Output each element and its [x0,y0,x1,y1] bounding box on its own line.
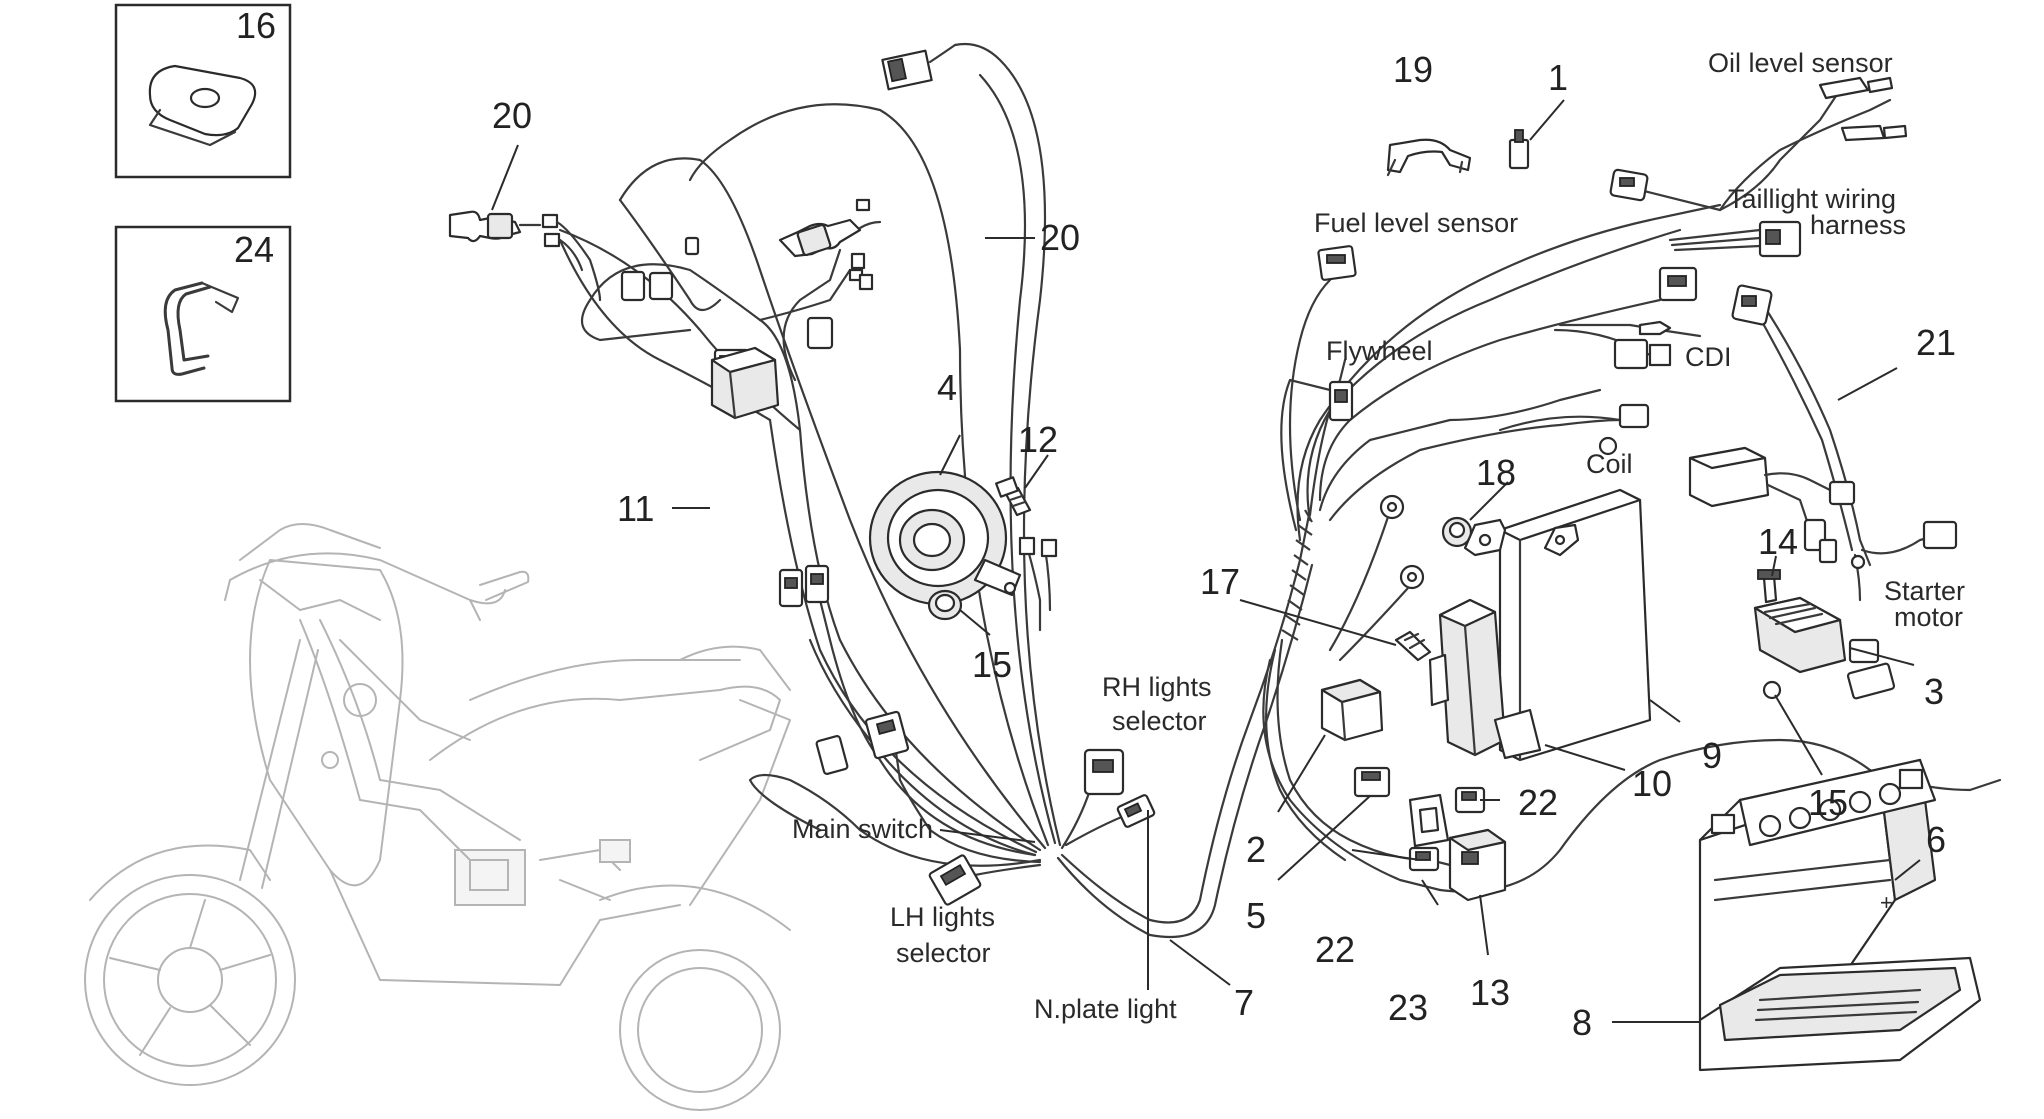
relay-13 [1448,828,1507,902]
relay-box-coil [1688,446,1856,564]
svg-text:+: + [1880,890,1893,915]
coil-connector [1598,403,1650,456]
label-lh-lights-line1: LH lights [890,902,995,932]
mount-bracket-10 [1428,598,1542,760]
cdi-connectors [1613,266,1698,370]
label-lh-lights-line2: selector [896,938,991,968]
label-main-switch: Main switch [792,814,933,844]
label-fuel-level-sensor: Fuel level sensor [1314,208,1518,238]
part-number-3: 3 [1924,671,1944,712]
part-number-24: 24 [234,229,274,270]
battery-tray-8 [1698,956,1982,1072]
part-number-17: 17 [1200,561,1240,602]
part-number-13: 13 [1470,972,1510,1013]
inset-box-16 [114,3,292,179]
horn-leads [1018,536,1058,632]
part-number-11: 11 [617,488,654,529]
switch-sensor-20-right [778,198,882,282]
fuse-holder-22 [1454,786,1486,814]
flasher-relay-11 [710,346,780,420]
label-cdi: CDI [1685,342,1732,372]
battery-6: + [1698,758,1937,1022]
eyelet-terminals [1328,494,1425,662]
part-number-4: 4 [937,367,957,408]
connector-top [881,43,957,91]
label-flywheel: Flywheel [1326,336,1433,366]
part-number-12: 12 [1018,419,1058,460]
part-number-7: 7 [1234,982,1254,1023]
connector-pair-left [778,564,830,608]
fuse-holder-22-lower [1408,846,1440,872]
grommet-15-right [1762,680,1782,700]
component-labels: Oil level sensor Taillight wiring harnes… [792,48,1965,1024]
main-wiring-harness [558,42,2002,939]
part-number-9: 9 [1702,735,1722,776]
part-number-18: 18 [1476,452,1516,493]
bracket-19 [1386,138,1472,177]
part-number-1: 1 [1548,57,1568,98]
inset-box-24 [114,225,292,403]
part-number-5: 5 [1246,895,1266,936]
part-number-23: 23 [1388,987,1428,1028]
lh-selector-connector [928,854,982,906]
regulator-3 [1753,596,1896,700]
leader-lines [491,99,1921,1023]
relay-2 [1320,678,1384,742]
screw-14 [1757,569,1781,604]
part-number-22-lower: 22 [1315,929,1355,970]
label-rh-lights-line1: RH lights [1102,672,1212,702]
switch-sensor-20-left [448,210,561,248]
connector-oil-harness [1609,168,1649,202]
starter-connector-bottom [1850,520,1958,570]
part-number-16: 16 [236,5,276,46]
starter-connector-top [1731,284,1773,326]
part-number-22-upper: 22 [1518,782,1558,823]
oil-level-sensor [1818,76,1908,142]
label-starter-line2: motor [1894,602,1963,632]
connector-5 [1353,766,1391,798]
label-taillight-line1: Taillight wiring [1728,184,1896,214]
label-taillight-line2: harness [1810,210,1906,240]
part-number-19: 19 [1393,49,1433,90]
fuse-1 [1508,129,1530,170]
scooter-outline [84,523,791,1111]
main-switch-connector [815,710,910,775]
part-number-14: 14 [1758,521,1798,562]
flywheel-connector [1328,380,1354,422]
taillight-connector [1758,220,1802,258]
grommet-18 [1441,516,1473,548]
horn-4 [868,470,1022,606]
label-coil: Coil [1586,449,1633,479]
part-number-8: 8 [1572,1002,1592,1043]
wire-20-left-leads [555,220,602,302]
rh-selector-connector [1083,748,1125,796]
part-number-2: 2 [1246,829,1266,870]
part-number-6: 6 [1926,819,1946,860]
part-number-15-right: 15 [1808,782,1848,823]
label-nplate-light: N.plate light [1034,994,1177,1024]
fuel-level-connector [1317,245,1357,281]
nplate-connector [1116,794,1156,828]
part-number-15-left: 15 [972,644,1012,685]
part-number-21: 21 [1916,322,1956,363]
battery-box-9 [1463,488,1652,762]
part-number-20-left: 20 [492,95,532,136]
bolt-17 [1394,630,1432,662]
label-starter-line1: Starter [1884,576,1965,606]
part-number-labels: 16 24 20 20 19 1 4 12 11 15 18 17 21 14 … [234,5,1956,1043]
bolt-12 [995,476,1032,517]
part-number-20-right: 20 [1040,217,1080,258]
grommet-15-left [927,589,963,621]
label-oil-level-sensor: Oil level sensor [1708,48,1893,78]
holder-23 [1408,793,1450,848]
label-rh-lights-line2: selector [1112,706,1207,736]
part-number-10: 10 [1632,763,1672,804]
